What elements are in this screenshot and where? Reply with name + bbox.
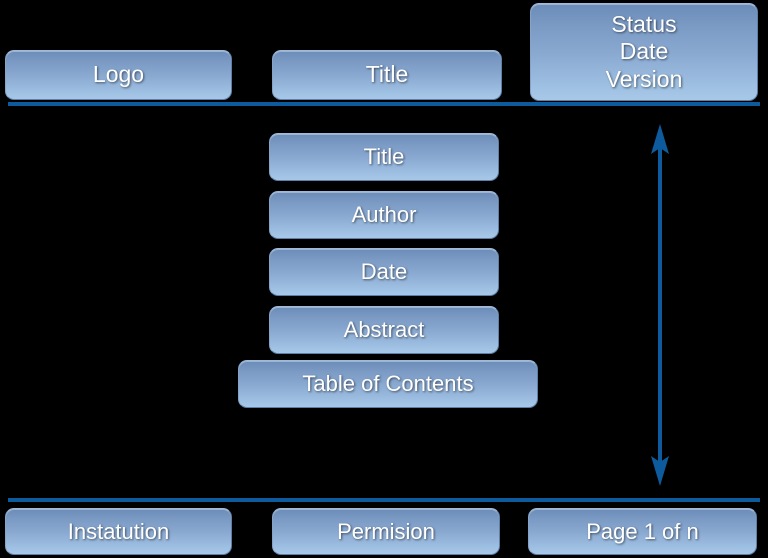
header-title-label: Title [365, 61, 409, 88]
content-table-of-contents-label: Table of Contents [302, 371, 474, 397]
content-title-label: Title [363, 144, 405, 170]
content-author-box[interactable]: Author [269, 191, 499, 239]
content-table-of-contents-box[interactable]: Table of Contents [238, 360, 538, 408]
page-number-label: Page 1 of n [586, 518, 699, 544]
content-title-box[interactable]: Title [269, 133, 499, 181]
page-number-box[interactable]: Page 1 of n [528, 508, 757, 555]
footer-divider-rule [8, 498, 760, 502]
header-divider-rule [8, 102, 760, 106]
header-title-box[interactable]: Title [272, 50, 502, 100]
content-author-label: Author [351, 202, 417, 228]
permission-label: Permision [337, 518, 435, 544]
vertical-extent-arrow [636, 122, 684, 488]
institution-label: Instatution [67, 518, 170, 544]
status-date-version-label: Status Date Version [605, 11, 683, 92]
status-date-version-box[interactable]: Status Date Version [530, 3, 758, 101]
logo-box-label: Logo [92, 61, 145, 88]
content-abstract-label: Abstract [343, 317, 425, 343]
logo-box[interactable]: Logo [5, 50, 232, 100]
permission-box[interactable]: Permision [272, 508, 500, 555]
double-headed-arrow-icon [651, 124, 669, 486]
content-date-label: Date [360, 259, 408, 285]
institution-box[interactable]: Instatution [5, 508, 232, 555]
content-date-box[interactable]: Date [269, 248, 499, 296]
content-abstract-box[interactable]: Abstract [269, 306, 499, 354]
